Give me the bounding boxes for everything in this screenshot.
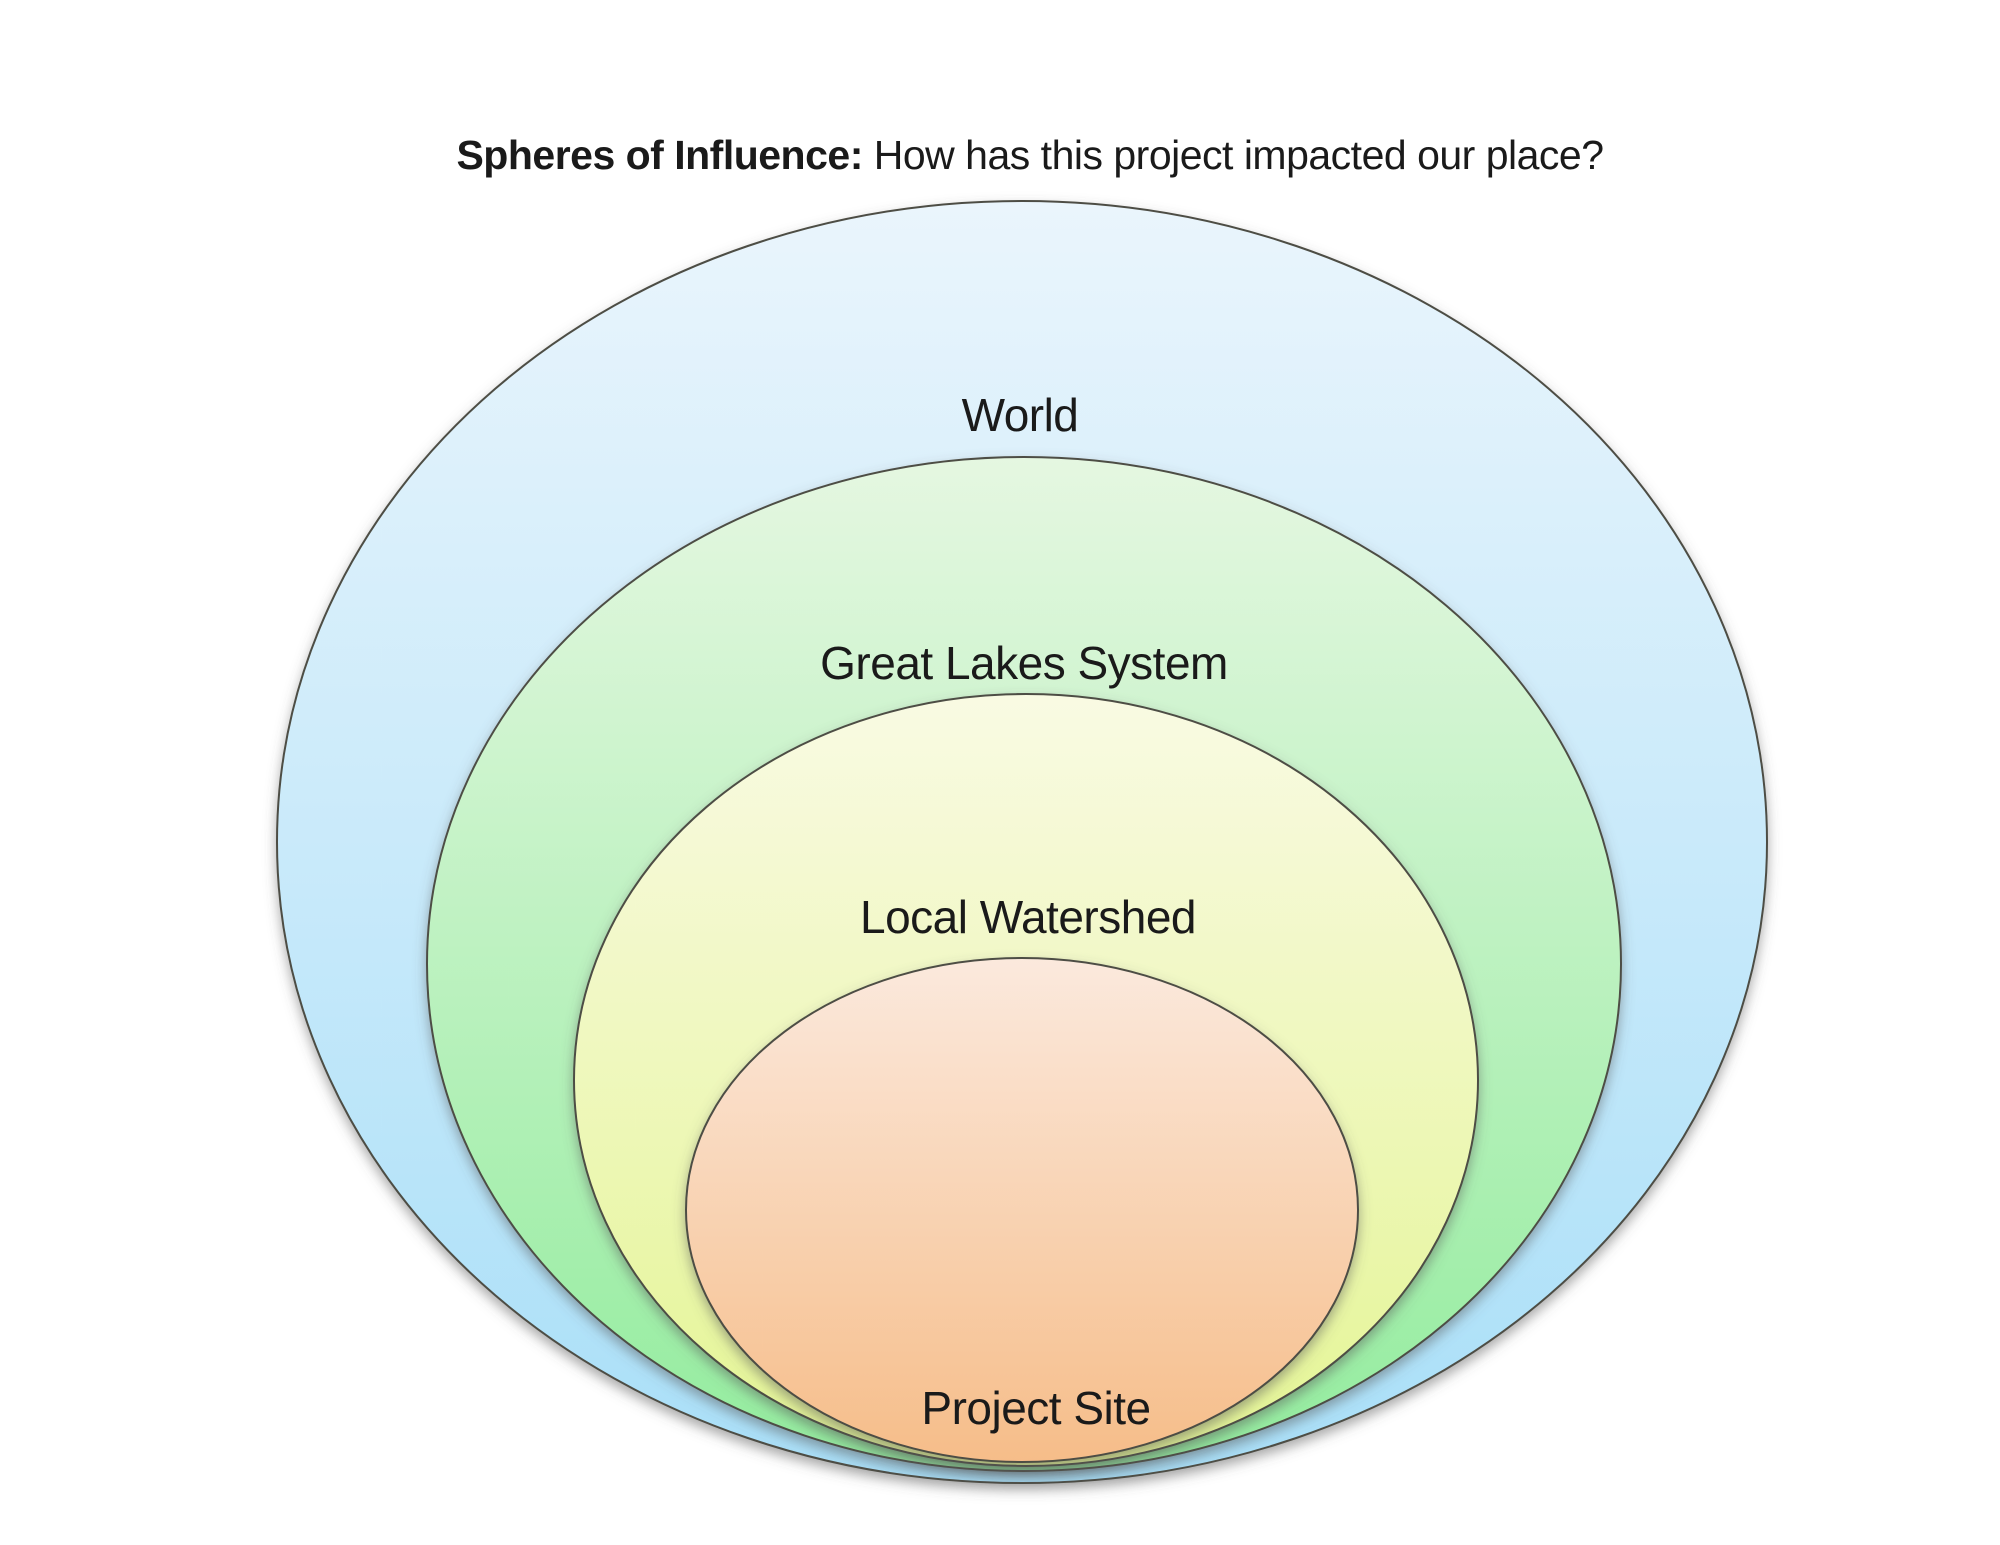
- label-world: World: [961, 389, 1079, 441]
- diagram-title-lead: Spheres of Influence:: [456, 132, 863, 178]
- ellipse-project-site: [685, 957, 1359, 1463]
- diagram-title-question: How has this project impacted our place?: [862, 132, 1604, 178]
- label-project-site: Project Site: [921, 1382, 1151, 1434]
- label-local-watershed: Local Watershed: [860, 891, 1196, 943]
- label-great-lakes-system: Great Lakes System: [820, 637, 1228, 689]
- diagram-title: Spheres of Influence: How has this proje…: [456, 132, 1604, 179]
